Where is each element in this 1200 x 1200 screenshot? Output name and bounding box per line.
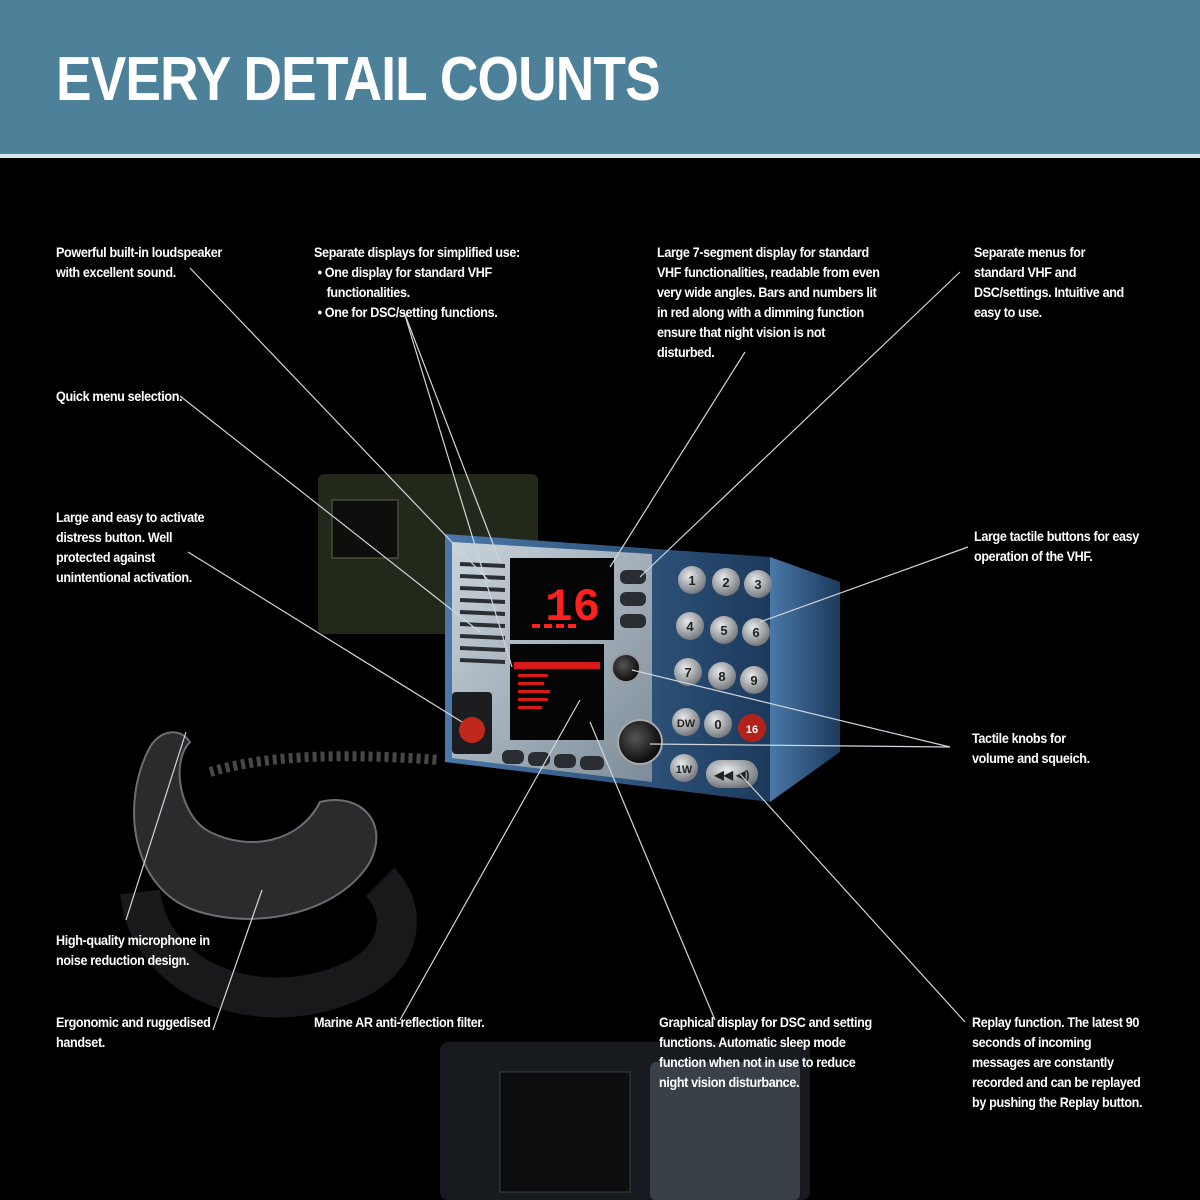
- key-label: 0: [714, 717, 721, 732]
- key-label: 9: [750, 673, 757, 688]
- key-7[interactable]: [674, 658, 702, 686]
- keypad: 1 2 3 4 5 6 7 8 9 DW 0 16 1W ◀◀: [670, 566, 772, 788]
- menu-button-1[interactable]: [620, 570, 646, 584]
- soft-key-4[interactable]: [580, 756, 604, 770]
- volume-knob[interactable]: [611, 653, 641, 683]
- key-label: 2: [722, 575, 729, 590]
- key-16[interactable]: [738, 714, 766, 742]
- key-4[interactable]: [676, 612, 704, 640]
- vhf-radio: 16 1 2: [445, 534, 840, 802]
- callout-replay: Replay function. The latest 90 seconds o…: [972, 1014, 1143, 1110]
- menu-button-2[interactable]: [620, 592, 646, 606]
- key-label: DW: [677, 718, 696, 730]
- menu-button-3[interactable]: [620, 614, 646, 628]
- header-banner: EVERY DETAIL COUNTS: [0, 0, 1200, 158]
- key-1w[interactable]: [670, 754, 698, 782]
- radio-illustration: 16 1 2: [120, 267, 969, 1200]
- key-label: 6: [752, 625, 759, 640]
- callout-seven-segment: Large 7-segment display for standard VHF…: [657, 244, 880, 360]
- callout-handset: Ergonomic and ruggedised handset.: [56, 1014, 211, 1050]
- callout-microphone: High-quality microphone in noise reducti…: [56, 932, 210, 968]
- key-9[interactable]: [740, 666, 768, 694]
- callout-loudspeaker: Powerful built-in loudspeaker with excel…: [56, 244, 222, 280]
- callout-filter: Marine AR anti-reflection filter.: [314, 1014, 485, 1030]
- callout-displays: Separate displays for simplified use: On…: [314, 242, 575, 322]
- replay-icon: ◀◀ ◀): [713, 768, 749, 782]
- key-5[interactable]: [710, 616, 738, 644]
- key-1[interactable]: [678, 566, 706, 594]
- callout-displays-intro: Separate displays for simplified use:: [314, 244, 520, 260]
- key-0[interactable]: [704, 710, 732, 738]
- callout-quick-menu: Quick menu selection.: [56, 388, 183, 404]
- handset-illustration: [120, 731, 441, 1018]
- callout-graphical: Graphical display for DSC and setting fu…: [659, 1014, 872, 1090]
- key-label: 5: [720, 623, 727, 638]
- leader-lines: [125, 267, 969, 1031]
- key-label: 7: [684, 665, 691, 680]
- callout-knobs: Tactile knobs for volume and squeich.: [972, 730, 1090, 766]
- squelch-knob[interactable]: [617, 719, 663, 765]
- key-label: 8: [718, 669, 725, 684]
- callout-buttons: Large tactile buttons for easy operation…: [974, 528, 1139, 564]
- key-dw[interactable]: [672, 708, 700, 736]
- callout-distress: Large and easy to activate distress butt…: [56, 509, 205, 585]
- callout-menus: Separate menus for standard VHF and DSC/…: [974, 244, 1124, 320]
- replay-button[interactable]: [706, 760, 758, 788]
- distress-button[interactable]: [459, 717, 485, 743]
- key-8[interactable]: [708, 662, 736, 690]
- callout-displays-list: One display for standard VHF functionali…: [314, 262, 575, 322]
- key-label: 3: [754, 577, 761, 592]
- key-2[interactable]: [712, 568, 740, 596]
- soft-key-1[interactable]: [502, 750, 524, 764]
- key-3[interactable]: [744, 570, 772, 598]
- callout-displays-item: One display for standard VHF functionali…: [325, 262, 575, 302]
- callout-displays-item: One for DSC/setting functions.: [325, 302, 575, 322]
- key-label: 4: [686, 619, 694, 634]
- key-label: 1W: [676, 764, 693, 776]
- key-label: 1: [688, 573, 695, 588]
- key-label: 16: [746, 724, 758, 736]
- page-title: EVERY DETAIL COUNTS: [56, 45, 661, 114]
- key-6[interactable]: [742, 618, 770, 646]
- soft-key-3[interactable]: [554, 754, 576, 768]
